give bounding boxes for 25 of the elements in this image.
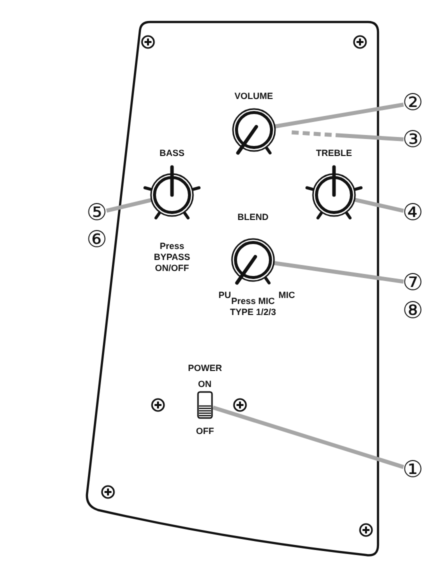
switch-label: POWER: [188, 363, 222, 374]
callout-number: ③: [402, 128, 424, 152]
leader-line: [354, 198, 404, 213]
callout-number: ⑥: [86, 228, 108, 252]
callout-number: ①: [402, 458, 424, 482]
knob-label: VOLUME: [234, 91, 274, 102]
leader-line: [106, 198, 152, 213]
leader-line: [274, 261, 404, 284]
callout-number: ⑧: [402, 299, 424, 323]
callout-number: ⑤: [86, 201, 108, 225]
position-label: MIC: [278, 290, 295, 301]
instruction-text: Press BYPASS ON/OFF: [152, 241, 192, 274]
leader-line: [212, 406, 404, 469]
position-label: OFF: [196, 426, 214, 437]
knob-label: BLEND: [238, 212, 268, 223]
leader-line: [274, 102, 404, 128]
knob-label: BASS: [160, 148, 185, 159]
instruction-text: Press MIC TYPE 1/2/3: [230, 296, 278, 318]
knob-label: TREBLE: [316, 148, 352, 159]
position-label: PU: [218, 290, 232, 301]
slide-switch: [197, 391, 213, 419]
callout-number: ②: [402, 91, 424, 115]
position-label: ON: [198, 379, 212, 390]
callout-number: ④: [402, 201, 424, 225]
callout-number: ⑦: [402, 271, 424, 295]
